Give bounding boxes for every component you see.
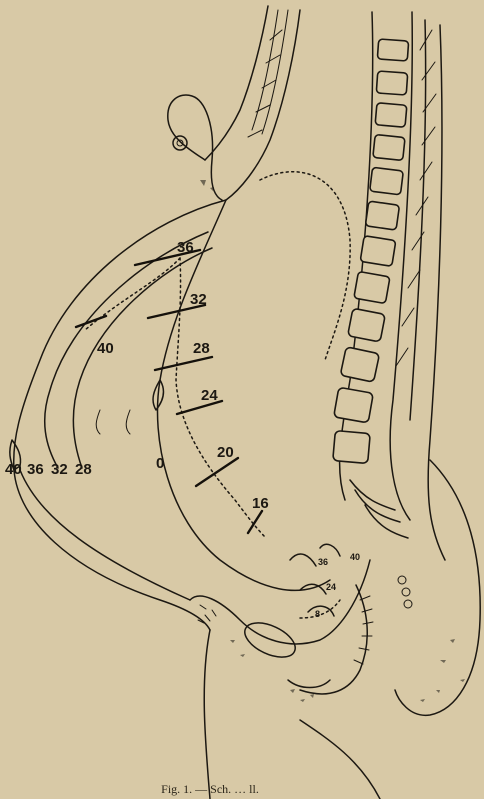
uterus-outline: [96, 172, 350, 591]
figure-caption: Fig. 1. — Sch. … ll.: [161, 782, 259, 796]
label-week-28: 28: [193, 340, 210, 357]
vertebra: [340, 347, 379, 382]
spine: [333, 12, 445, 560]
vertebra: [365, 201, 399, 230]
vertebra: [375, 103, 407, 128]
label-zero: 0: [156, 455, 164, 472]
coccyx-segment: [398, 576, 406, 584]
abdomen-outlines: [10, 200, 370, 799]
fundal-mark-20: [196, 458, 238, 486]
vertebra: [334, 387, 374, 423]
label-umbilicus-36: 36: [27, 461, 44, 478]
vertebra: [354, 271, 390, 303]
label-week-16: 16: [252, 495, 269, 512]
vertebra: [377, 39, 408, 61]
label-inner-40: 40: [97, 340, 114, 357]
vertebra: [348, 308, 386, 342]
label-pelvic-24: 24: [326, 582, 336, 592]
coccyx-segment: [402, 588, 410, 596]
back-and-buttock: [300, 460, 480, 799]
fundal-mark-16: [248, 511, 262, 533]
pelvic-region: [230, 544, 412, 702]
label-pelvic-40: 40: [350, 552, 360, 562]
label-pelvic-36: 36: [318, 557, 328, 567]
label-week-32: 32: [190, 291, 207, 308]
label-umbilicus-28: 28: [75, 461, 92, 478]
coccyx-segment: [404, 600, 412, 608]
label-pelvic-8: 8: [315, 609, 320, 619]
label-week-36: 36: [177, 239, 194, 256]
vertebra: [373, 134, 405, 160]
vertebra: [370, 167, 404, 195]
breast: [168, 95, 222, 200]
vertebra: [333, 431, 370, 464]
vertebra: [360, 236, 396, 267]
vertebra: [376, 71, 407, 95]
label-week-24: 24: [201, 387, 218, 404]
label-week-20: 20: [217, 444, 234, 461]
label-umbilicus-40: 40: [5, 461, 22, 478]
upper-torso-outline: [205, 6, 300, 200]
label-umbilicus-32: 32: [51, 461, 68, 478]
fundal-height-progression: [76, 250, 266, 538]
